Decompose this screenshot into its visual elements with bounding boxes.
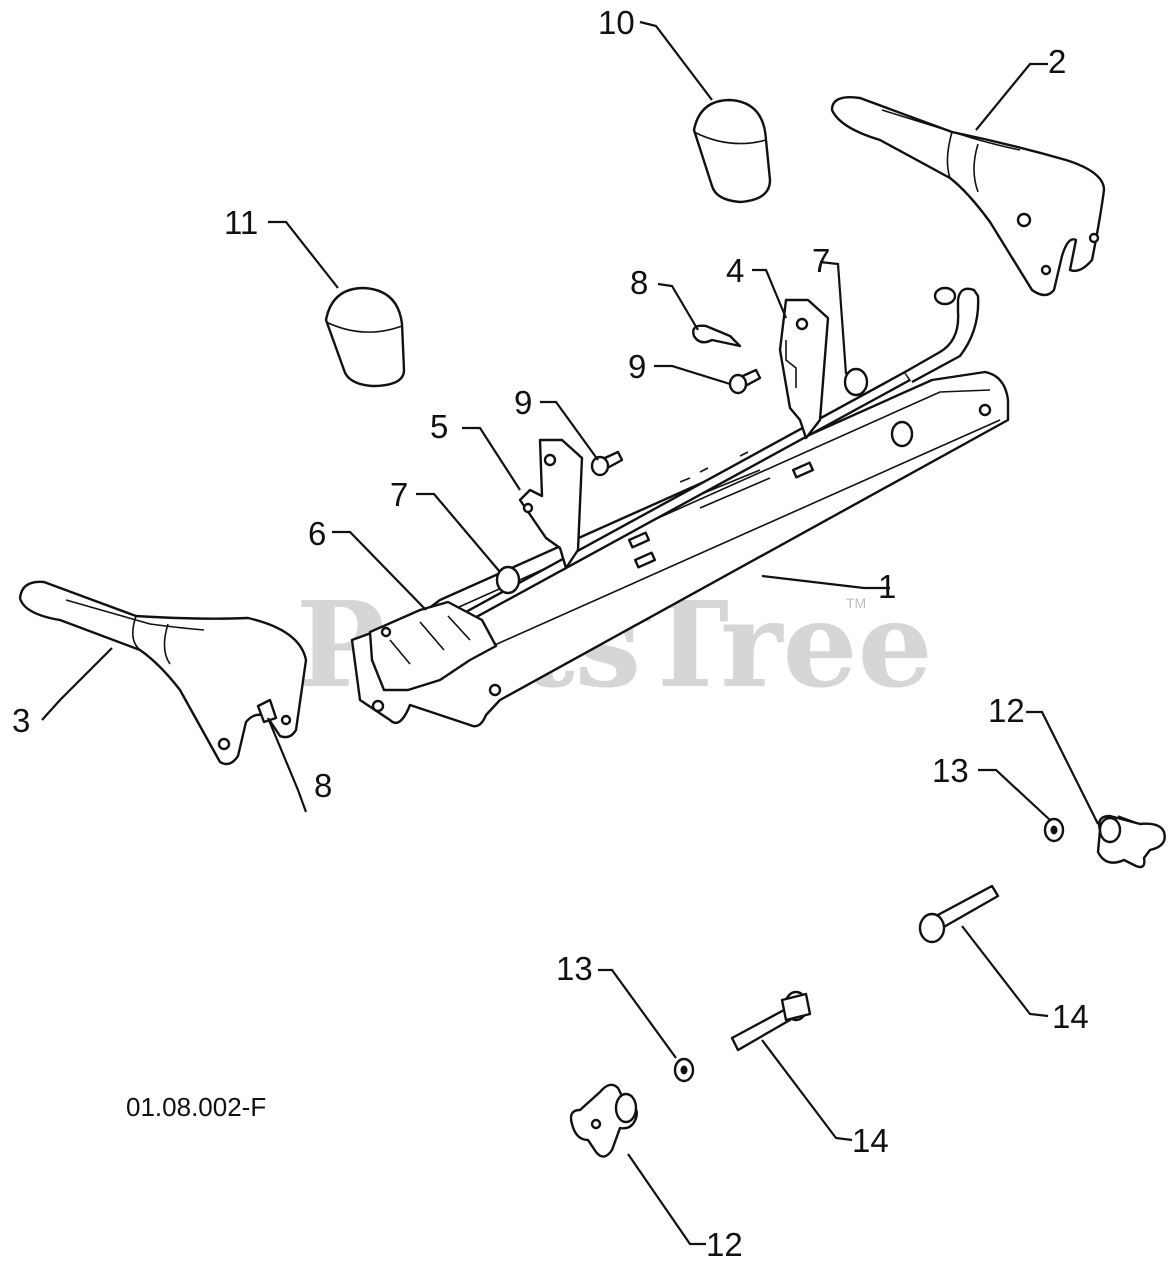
callout-5[interactable]: 5 (430, 408, 448, 445)
callout-14-right[interactable]: 14 (1052, 998, 1089, 1035)
part-washer-left (495, 565, 521, 595)
callout-10[interactable]: 10 (598, 4, 635, 41)
callout-3[interactable]: 3 (12, 702, 30, 739)
diagram-code: 01.08.002-F (126, 1092, 266, 1122)
part-hair-clip-upper (692, 324, 742, 348)
callout-11[interactable]: 11 (224, 204, 258, 241)
part-star-knob-right (1096, 814, 1166, 869)
part-bolt-upper (728, 368, 762, 395)
part-knob-upper (692, 98, 772, 204)
watermark-tm: TM (846, 595, 866, 611)
part-handle-right (830, 96, 1106, 297)
part-carriage-bolt-bottom (730, 990, 812, 1052)
part-carriage-bolt-right (918, 884, 1000, 944)
leader-lines (41, 20, 1099, 1246)
part-pivot-bracket (368, 600, 498, 692)
callout-8-lower[interactable]: 8 (314, 767, 332, 804)
part-bolt-lower (590, 450, 624, 477)
part-bracket-left (518, 438, 584, 570)
part-bracket-right (778, 298, 830, 440)
callout-12-right[interactable]: 12 (988, 692, 1025, 729)
callout-13-right[interactable]: 13 (932, 752, 969, 789)
callout-9-lower[interactable]: 9 (514, 384, 532, 421)
callout-14-bottom[interactable]: 14 (852, 1122, 889, 1159)
callout-12-bottom[interactable]: 12 (706, 1226, 743, 1263)
callout-7-right[interactable]: 7 (812, 242, 830, 279)
part-nut-right (1043, 817, 1065, 843)
callout-9-upper[interactable]: 9 (628, 348, 646, 385)
callout-7-left[interactable]: 7 (390, 476, 408, 513)
part-star-knob-bottom (569, 1083, 638, 1158)
callout-4[interactable]: 4 (726, 252, 744, 289)
part-handle-left (18, 580, 308, 766)
part-nut-bottom (673, 1057, 695, 1083)
callout-1[interactable]: 1 (878, 568, 896, 605)
callout-8-upper[interactable]: 8 (630, 264, 648, 301)
callout-6[interactable]: 6 (308, 515, 326, 552)
callout-13-bottom[interactable]: 13 (556, 950, 593, 987)
part-knob-left (324, 286, 406, 388)
callout-2[interactable]: 2 (1048, 43, 1066, 80)
part-washer-right (843, 367, 869, 397)
